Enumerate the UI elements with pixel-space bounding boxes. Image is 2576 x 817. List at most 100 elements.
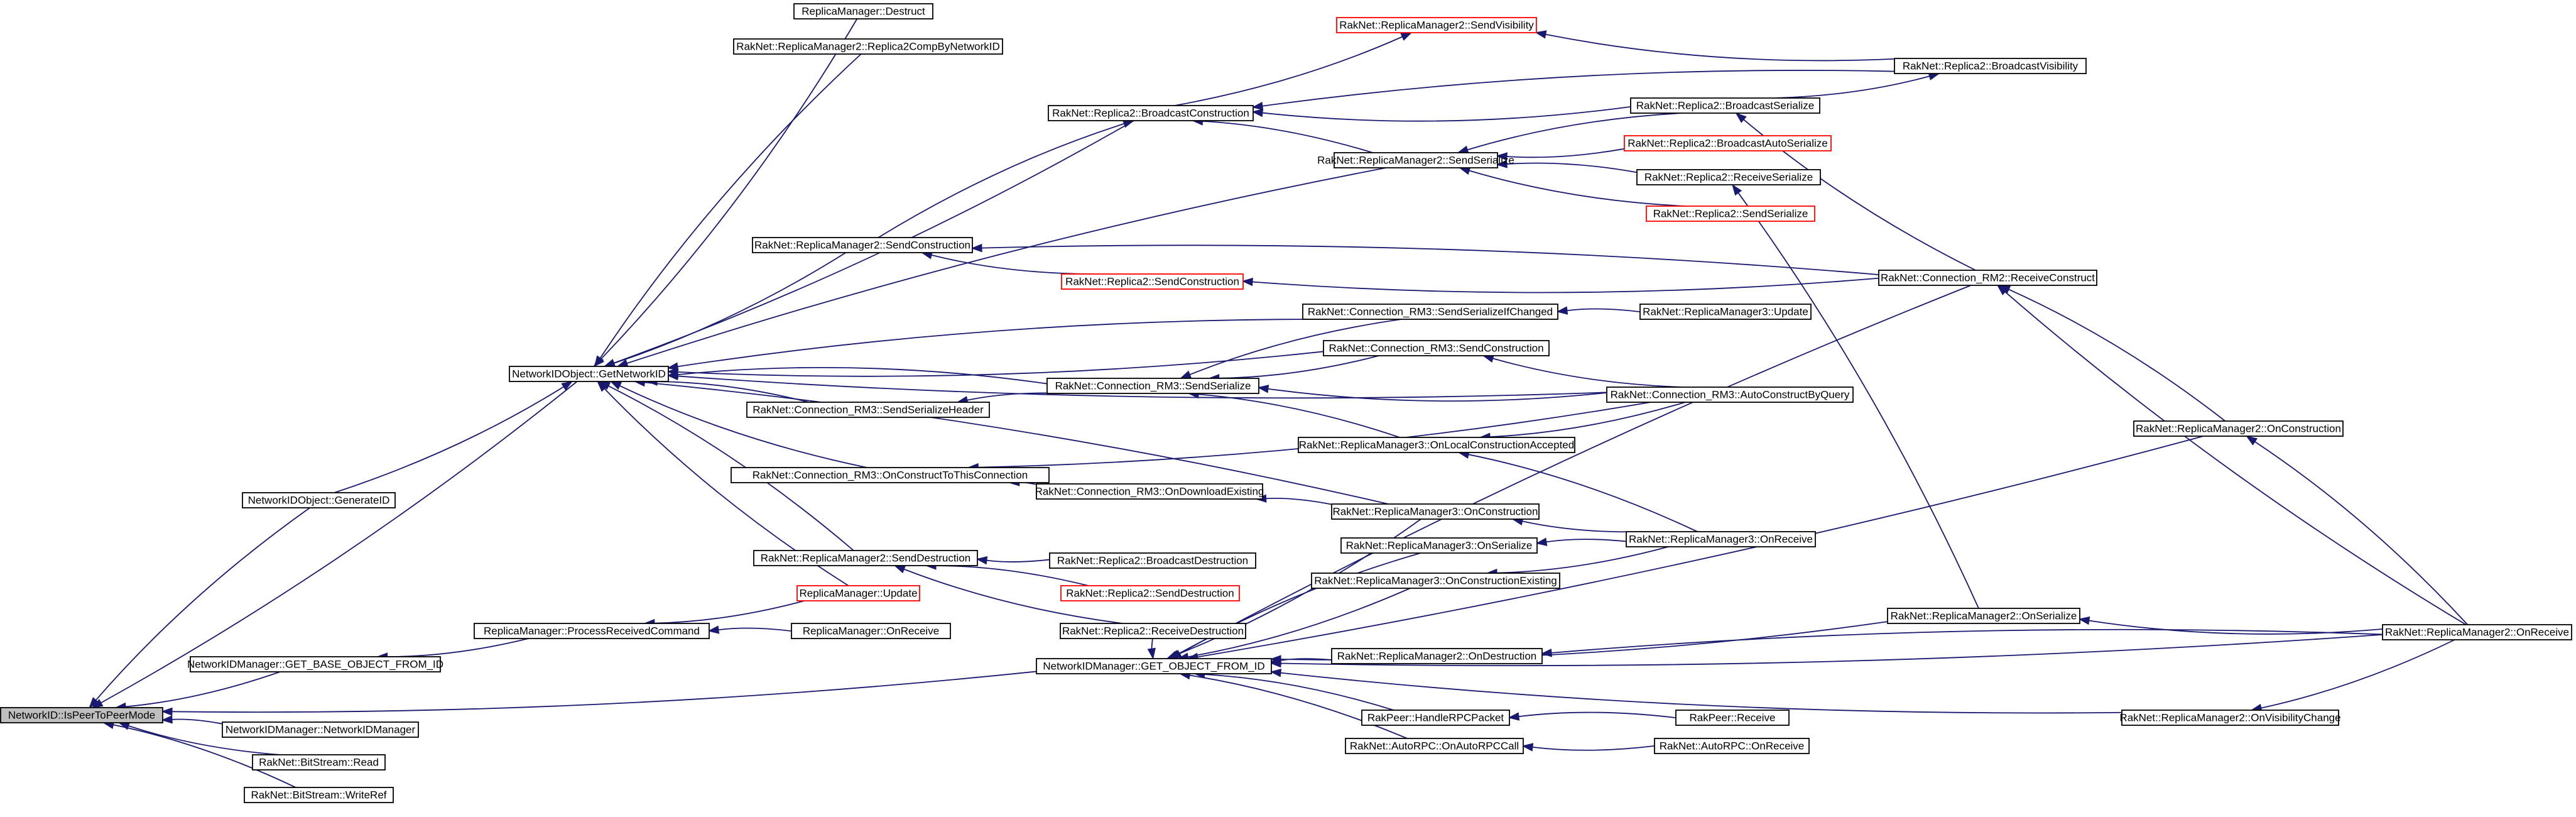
function-node[interactable]: RakNet::BitStream::WriteRef [244,787,394,803]
function-node[interactable]: RakNet::ReplicaManager2::SendDestruction [753,550,978,566]
function-node[interactable]: RakNet::Connection_RM3::OnConstructToThi… [731,467,1050,483]
node-box [752,237,973,253]
function-node[interactable]: RakNet::Replica2::SendConstruction [1061,273,1244,290]
function-node[interactable]: ReplicaManager::Destruct [793,3,933,19]
function-node[interactable]: RakNet::ReplicaManager3::OnLocalConstruc… [1298,437,1575,453]
function-node[interactable]: RakNet::AutoRPC::OnReceive [1654,738,1810,754]
function-node[interactable]: NetworkIDManager::GET_OBJECT_FROM_ID [1036,658,1272,674]
function-node[interactable]: RakNet::AutoRPC::OnAutoRPCCall [1345,738,1524,754]
arrowhead-icon [1540,649,1552,657]
call-edge [1496,148,1624,161]
edge-line [1492,358,1682,388]
node-label: RakPeer::HandleRPCPacket [1367,712,1504,724]
function-node[interactable]: RakNet::ReplicaManager3::OnReceive [1626,531,1816,547]
function-node[interactable]: RakNet::Connection_RM3::SendSerializeIfC… [1302,304,1558,320]
node-box [1639,304,1812,320]
call-edge [666,366,1047,385]
arrowhead-icon [89,697,100,709]
node-box [1323,340,1550,356]
function-node[interactable]: RakNet::Replica2::BroadcastConstruction [1048,105,1254,121]
function-node[interactable]: RakNet::Replica2::ReceiveDestruction [1060,623,1246,639]
function-node[interactable]: NetworkIDManager::GET_BASE_OBJECT_FROM_I… [187,656,443,672]
node-box [796,585,920,601]
function-node[interactable]: RakNet::ReplicaManager3::OnSerialize [1340,537,1538,554]
arrowhead-icon [666,371,678,381]
function-node[interactable]: NetworkIDObject::GetNetworkID [509,366,669,382]
function-node[interactable]: RakPeer::Receive [1675,710,1790,726]
edge-line [101,381,578,704]
function-node[interactable]: RakNet::ReplicaManager2::OnConstruction [2133,420,2344,437]
function-node[interactable]: RakNet::ReplicaManager3::OnConstruction [1331,503,1540,520]
call-edge [1521,743,1655,752]
edge-line [2254,441,2469,625]
function-node[interactable]: RakNet::Connection_RM3::SendSerialize [1046,378,1259,394]
function-node[interactable]: RakNet::ReplicaManager2::SendConstructio… [752,237,973,253]
node-label: RakNet::ReplicaManager2::SendConstructio… [754,239,970,251]
function-node[interactable]: RakNet::ReplicaManager3::OnConstructionE… [1311,573,1560,589]
function-node[interactable]: RakNet::Replica2::SendDestruction [1060,585,1240,601]
node-box [1624,135,1832,151]
node-label: RakNet::Connection_RM3::OnDownloadExisti… [1035,486,1264,498]
node-box [1048,105,1254,121]
node-label: NetworkIDObject::GenerateID [248,495,390,507]
function-node[interactable]: RakPeer::HandleRPCPacket [1361,710,1510,726]
node-box [791,623,951,639]
function-node[interactable]: RakNet::ReplicaManager2::OnSerialize [1887,608,2080,624]
function-node[interactable]: RakNet::Replica2::ReceiveSerialize [1636,169,1821,185]
edge-line [113,724,296,788]
node-label: RakNet::Connection_RM3::SendSerializeIfC… [1308,306,1553,318]
call-edge [1147,638,1156,660]
arrowhead-icon [1496,152,1508,161]
node-box [1046,378,1259,394]
function-node[interactable]: RakNet::Connection_RM3::OnDownloadExisti… [1035,483,1264,500]
function-node[interactable]: RakNet::Replica2::BroadcastAutoSerialize [1624,135,1832,151]
edge-line [128,725,281,755]
function-node[interactable]: RakNet::ReplicaManager3::Update [1639,304,1812,320]
function-node[interactable]: RakNet::ReplicaManager2::SendSerialize [1317,152,1514,168]
function-node[interactable]: RakNet::Connection_RM3::SendConstruction [1323,340,1550,356]
nodes-layer: NetworkID::IsPeerToPeerMode NetworkIDObje… [0,3,2572,803]
arrowhead-icon [2246,436,2258,446]
function-node[interactable]: ReplicaManager::Update [796,585,920,601]
function-node[interactable]: RakNet::ReplicaManager2::SendVisibility [1336,17,1537,33]
function-node[interactable]: NetworkIDManager::NetworkIDManager [222,721,419,738]
function-node[interactable]: ReplicaManager::ProcessReceivedCommand [474,623,710,639]
call-edge [1269,669,2122,714]
arrowhead-icon [1257,385,1269,393]
function-node[interactable]: RakNet::Replica2::BroadcastVisibility [1894,58,2087,74]
edge-line [2008,288,2226,422]
node-box [1606,387,1854,403]
node-box [222,721,419,738]
function-node[interactable]: RakNet::Connection_RM2::ReceiveConstruct [1878,270,2097,286]
arrowhead-icon [976,556,988,565]
call-edge [594,53,862,368]
arrowhead-icon [1732,184,1742,196]
root-function-node[interactable]: NetworkID::IsPeerToPeerMode [0,707,163,723]
function-node[interactable]: ReplicaManager::OnReceive [791,623,951,639]
arrowhead-icon [970,243,982,253]
function-node[interactable]: RakNet::ReplicaManager2::OnVisibilityCha… [2119,710,2341,726]
node-label: NetworkIDManager::GET_BASE_OBJECT_FROM_I… [187,659,443,671]
function-node[interactable]: RakNet::ReplicaManager2::Replica2CompByN… [733,38,1003,55]
node-label: ReplicaManager::Destruct [802,6,925,18]
call-edge [2078,616,2383,635]
edge-line [1551,628,2383,654]
function-node[interactable]: RakNet::ReplicaManager2::OnDestruction [1331,648,1543,664]
edge-line [1467,112,1682,151]
function-node[interactable]: RakNet::Replica2::BroadcastSerialize [1630,97,1820,114]
function-node[interactable]: NetworkIDObject::GenerateID [242,492,396,508]
node-box [1675,710,1790,726]
function-node[interactable]: RakNet::BitStream::Read [252,754,386,770]
call-edge [666,319,1328,371]
node-label: RakNet::Replica2::BroadcastAutoSerialize [1628,138,1827,150]
function-node[interactable]: RakNet::Connection_RM3::AutoConstructByQ… [1606,387,1854,403]
function-node[interactable]: RakNet::Replica2::SendSerialize [1646,206,1815,222]
node-label: RakPeer::Receive [1689,712,1775,724]
call-edge [2250,639,2455,713]
function-node[interactable]: RakNet::ReplicaManager2::OnReceive [2382,624,2572,640]
function-node[interactable]: RakNet::Connection_RM3::SendSerializeHea… [746,402,990,418]
call-edge [1496,160,1637,173]
call-edge [1535,537,1626,546]
function-node[interactable]: RakNet::Replica2::BroadcastDestruction [1049,552,1256,569]
node-box [1336,17,1537,33]
